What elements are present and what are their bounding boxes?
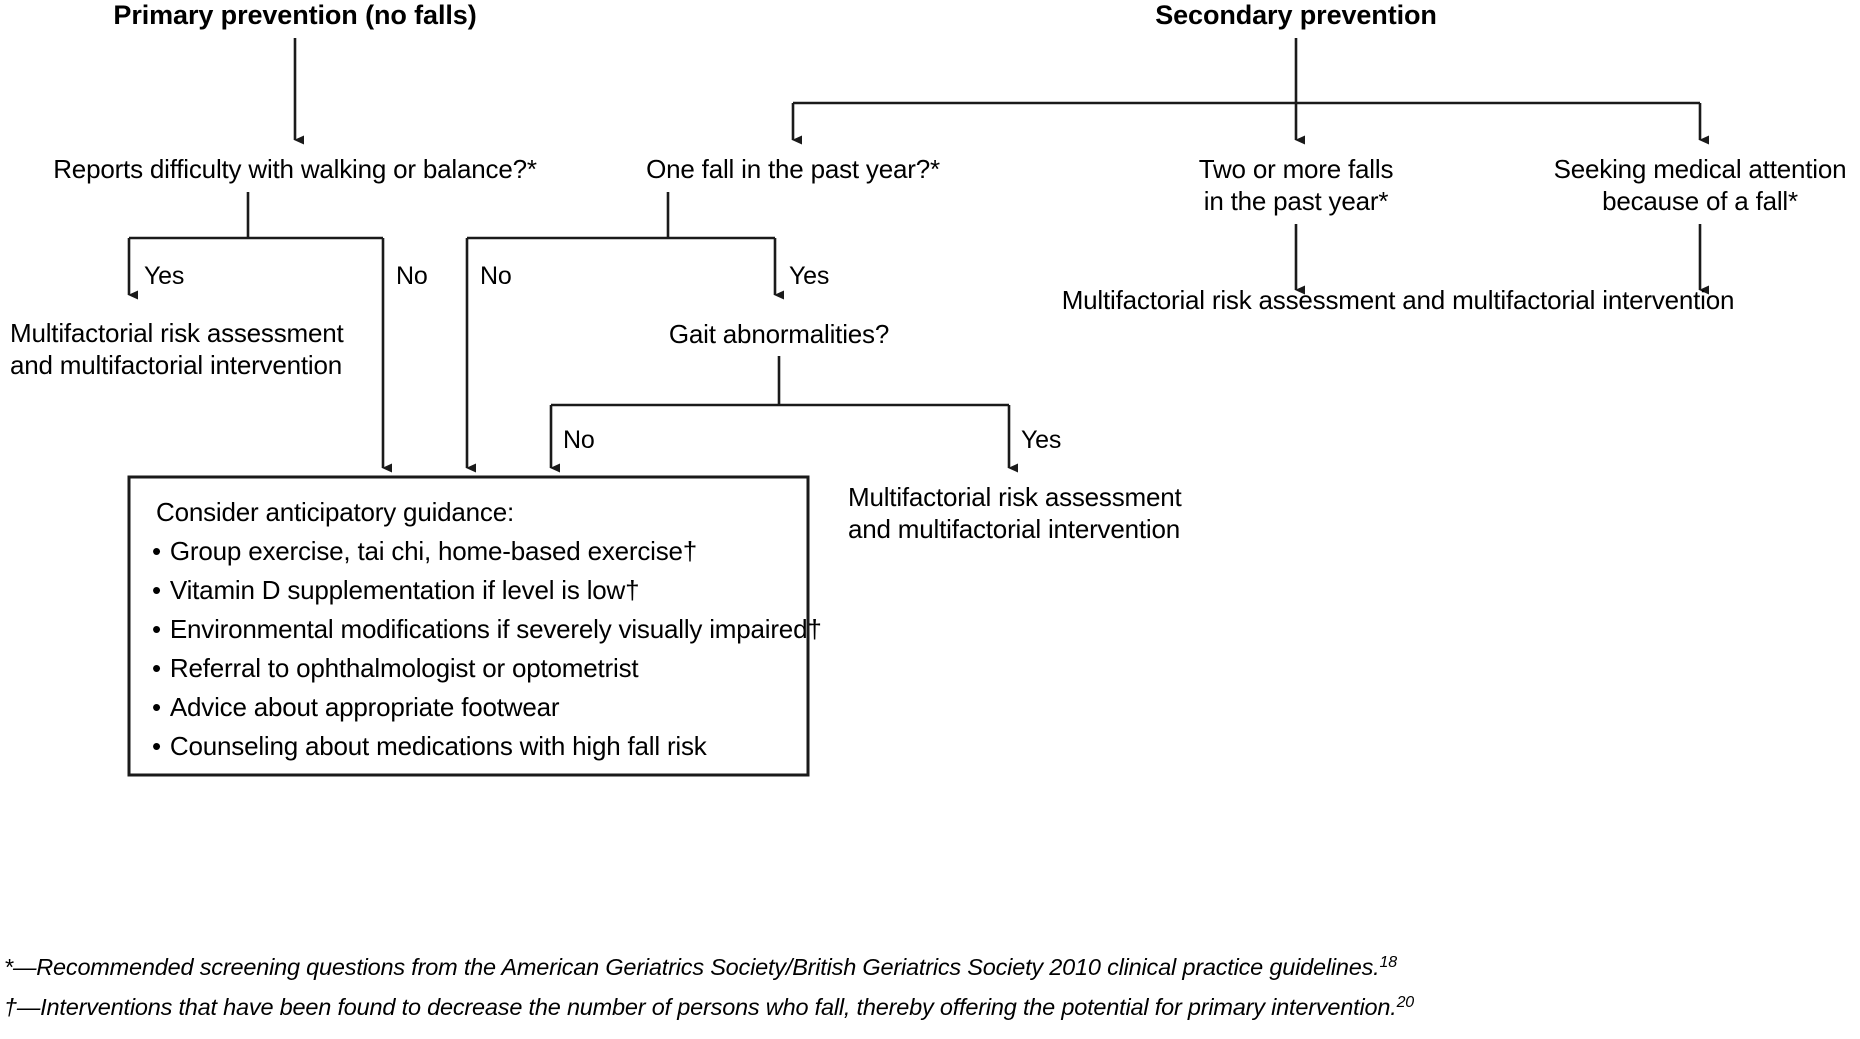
guidance-bullet-2: • Environmental modifications if severely…	[152, 614, 822, 644]
outcome-gait-line2: and multifactorial intervention	[848, 514, 1180, 544]
node-one-fall-question: One fall in the past year?*	[646, 154, 940, 184]
footnote-marker-0: *—	[4, 954, 37, 980]
guidance-item-4: Advice about appropriate footwear	[170, 692, 560, 722]
node-seeking-attention-line2: because of a fall*	[1602, 186, 1798, 216]
guidance-bullet-3: • Referral to ophthalmologist or optometr…	[152, 653, 639, 683]
guidance-item-2: Environmental modifications if severely …	[170, 614, 822, 644]
node-seeking-attention-line1: Seeking medical attention	[1554, 154, 1847, 184]
guidance-item-1: Vitamin D supplementation if level is lo…	[170, 575, 639, 605]
outcome-gait-line1: Multifactorial risk assessment	[848, 482, 1183, 512]
node-two-or-more-falls-line2: in the past year*	[1204, 186, 1389, 216]
bullet-glyph-4: •	[152, 692, 161, 722]
label-onefall-no: No	[480, 262, 512, 290]
header-primary-prevention: Primary prevention (no falls)	[113, 0, 476, 30]
anticipatory-guidance-box	[127, 475, 810, 777]
footnote-1: †—Interventions that have been found to …	[4, 994, 1414, 1020]
footnote-0: *—Recommended screening questions from t…	[4, 954, 1397, 980]
node-two-or-more-falls-line1: Two or more falls	[1199, 154, 1394, 184]
label-gait-no: No	[563, 426, 595, 454]
header-secondary-prevention: Secondary prevention	[1155, 0, 1437, 30]
bullet-glyph-3: •	[152, 653, 161, 683]
outcome-left-line1: Multifactorial risk assessment	[10, 318, 345, 348]
guidance-item-3: Referral to ophthalmologist or optometri…	[170, 653, 639, 683]
footnote-marker-1: †—	[4, 994, 41, 1020]
footnote-text-0: Recommended screening questions from the…	[36, 954, 1379, 980]
node-gait-question: Gait abnormalities?	[669, 319, 889, 349]
footnote-ref-0: 18	[1380, 954, 1398, 971]
label-primary-no: No	[396, 262, 428, 290]
bullet-glyph-2: •	[152, 614, 161, 644]
guidance-bullet-1: • Vitamin D supplementation if level is l…	[152, 575, 639, 605]
label-gait-yes: Yes	[1021, 426, 1061, 454]
guidance-box-title: Consider anticipatory guidance:	[156, 497, 514, 527]
node-primary-question: Reports difficulty with walking or balan…	[53, 154, 537, 184]
label-onefall-yes: Yes	[789, 262, 829, 290]
guidance-bullet-0: • Group exercise, tai chi, home-based exe…	[152, 536, 697, 566]
guidance-bullet-5: • Counseling about medications with high …	[152, 731, 708, 761]
outcome-right-single: Multifactorial risk assessment and multi…	[1062, 285, 1735, 315]
label-primary-yes: Yes	[144, 262, 184, 290]
bullet-glyph-0: •	[152, 536, 161, 566]
bullet-glyph-5: •	[152, 731, 161, 761]
guidance-bullet-4: • Advice about appropriate footwear	[152, 692, 560, 722]
bullet-glyph-1: •	[152, 575, 161, 605]
guidance-item-5: Counseling about medications with high f…	[170, 731, 708, 761]
guidance-item-0: Group exercise, tai chi, home-based exer…	[170, 536, 697, 566]
outcome-left-line2: and multifactorial intervention	[10, 350, 342, 380]
footnote-text-1: Interventions that have been found to de…	[40, 994, 1396, 1020]
footnote-ref-1: 20	[1396, 994, 1415, 1011]
